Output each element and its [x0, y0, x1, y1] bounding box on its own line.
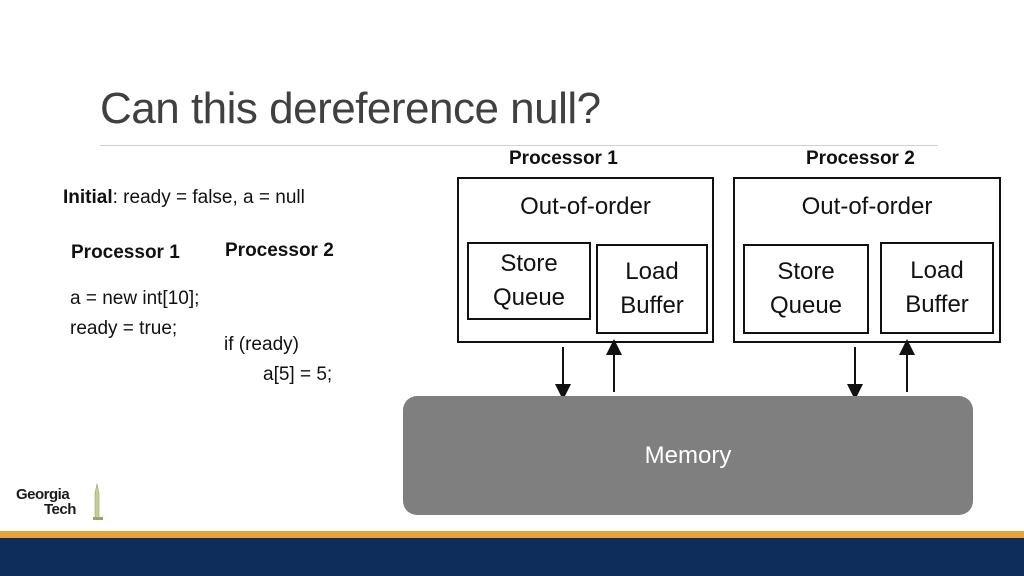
p1-code-line-1: a = new int[10];	[70, 288, 200, 309]
processor-2-core-label: Out-of-order	[801, 193, 933, 220]
processor-2-label: Processor 2	[806, 148, 915, 169]
memory-label: Memory	[644, 441, 732, 469]
logo-line-1: Georgia	[16, 486, 70, 503]
p1-code-line-2: ready = true;	[70, 318, 178, 339]
load-buffer-line-2: Buffer	[905, 291, 969, 318]
p2-code-line-1: if (ready)	[224, 334, 299, 355]
load-buffer-line-1: Load	[625, 258, 679, 285]
store-queue-line-1: Store	[777, 258, 835, 285]
tower-icon	[93, 483, 103, 520]
processor-1-store-queue: Store Queue	[467, 242, 591, 320]
title-divider	[100, 145, 938, 146]
code-p2-header: Processor 2	[225, 240, 334, 261]
code-p1-header: Processor 1	[71, 242, 180, 263]
store-queue-line-2: Queue	[492, 284, 566, 311]
processor-1-box: Out-of-order Store Queue Load Buffer	[457, 177, 714, 343]
load-buffer-line-2: Buffer	[620, 292, 684, 319]
store-queue-line-2: Queue	[769, 292, 843, 319]
initial-text: : ready = false, a = null	[112, 187, 305, 208]
footer-navy-bar	[0, 538, 1024, 576]
initial-condition: Initial: ready = false, a = null	[63, 187, 305, 209]
load-buffer-line-1: Load	[910, 257, 964, 284]
memory-block: Memory	[403, 396, 973, 515]
processor-1-label: Processor 1	[509, 148, 618, 169]
processor-1-core-label: Out-of-order	[520, 193, 651, 220]
logo-line-2: Tech	[44, 501, 76, 518]
georgia-tech-logo: Georgia Tech	[16, 483, 106, 523]
p2-code-line-2: a[5] = 5;	[263, 364, 333, 385]
store-queue-line-1: Store	[500, 250, 558, 277]
processor-1-load-buffer: Load Buffer	[596, 244, 708, 334]
footer-gold-stripe	[0, 531, 1024, 538]
processor-2-box: Out-of-order Store Queue Load Buffer	[733, 177, 1001, 343]
processor-2-load-buffer: Load Buffer	[880, 242, 994, 334]
slide-title: Can this dereference null?	[100, 84, 601, 133]
initial-label: Initial	[63, 187, 113, 208]
processor-2-store-queue: Store Queue	[743, 244, 869, 334]
